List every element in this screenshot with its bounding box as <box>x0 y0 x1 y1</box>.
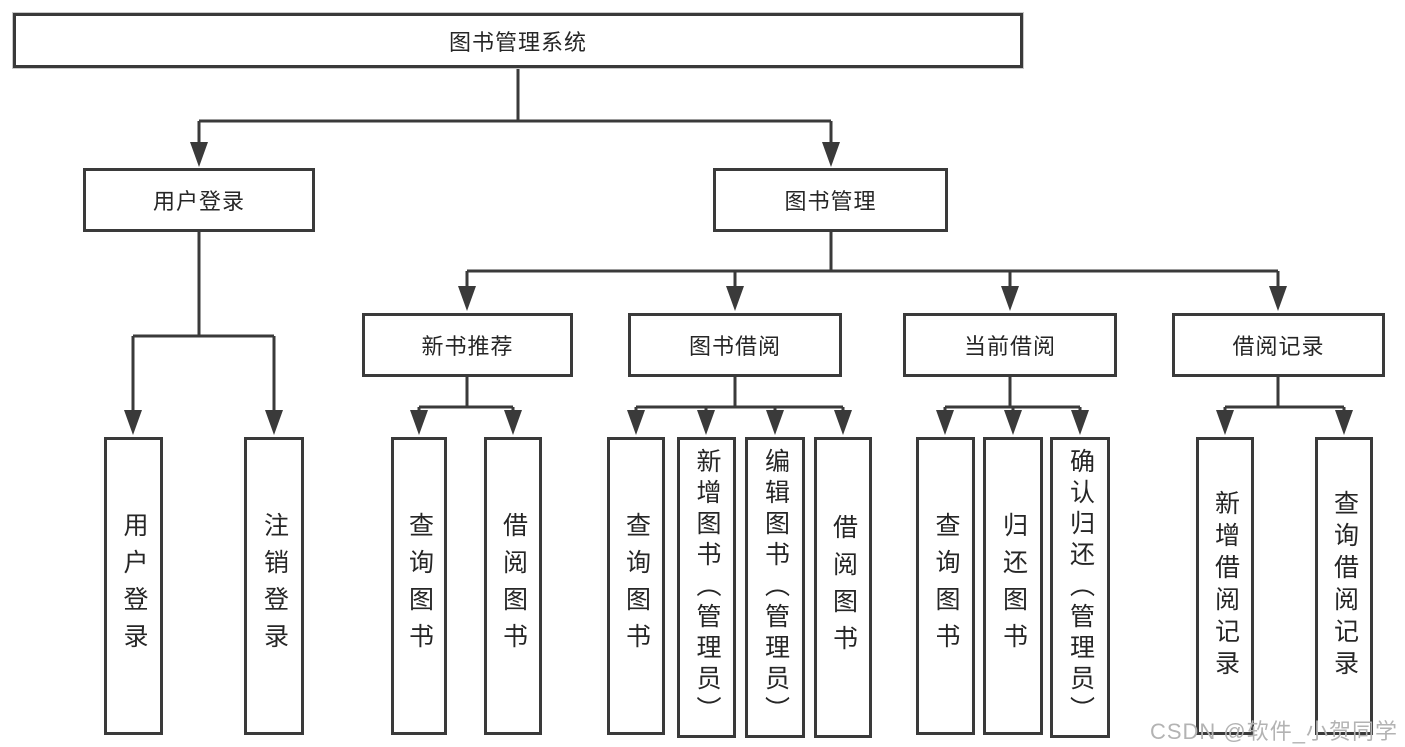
arrow-mgmt <box>822 142 840 167</box>
arrow-leaf-bw-borrow <box>834 410 852 435</box>
node-new-book-recommend: 新书推荐 <box>362 313 573 377</box>
leaf-label: 查询图书 <box>622 512 651 660</box>
arrowheads <box>124 142 1353 435</box>
arrow-leaf-bw-query <box>627 410 645 435</box>
leaf-rec-add-record: 新增借阅记录 <box>1196 437 1254 735</box>
leaf-nb-borrow-books: 借阅图书 <box>484 437 542 735</box>
arrow-borrow <box>726 286 744 311</box>
leaf-label: 注销登录 <box>260 512 289 660</box>
leaf-bw-borrow-books: 借阅图书 <box>814 437 872 738</box>
leaf-label: 查询图书 <box>932 512 960 660</box>
leaf-cur-confirm-return-admin: 确认归还（管理员） <box>1050 437 1110 738</box>
leaf-user-login: 用户登录 <box>104 437 163 735</box>
leaf-label: 新增图书（管理员） <box>693 448 721 727</box>
leaf-rec-query-record: 查询借阅记录 <box>1315 437 1373 735</box>
node-borrow-records: 借阅记录 <box>1172 313 1385 377</box>
arrow-leaf-nb-query <box>410 410 428 435</box>
leaf-label: 查询图书 <box>405 512 434 660</box>
arrow-newbook <box>458 286 476 311</box>
arrow-leaf-nb-borrow <box>504 410 522 435</box>
watermark: CSDN @软件_小贺同学 <box>1149 719 1398 744</box>
node-user-login: 用户登录 <box>83 168 315 232</box>
node-label: 图书借阅 <box>688 334 781 359</box>
node-label: 借阅记录 <box>1232 334 1325 359</box>
arrow-leaf-cur-query <box>936 410 954 435</box>
leaf-bw-edit-books-admin: 编辑图书（管理员） <box>745 437 805 738</box>
leaf-bw-query-books: 查询图书 <box>607 437 665 735</box>
arrow-leaf-bw-add <box>697 410 715 435</box>
leaf-label: 新增借阅记录 <box>1211 490 1240 682</box>
node-label: 用户登录 <box>152 189 245 214</box>
arrow-leaf-cur-confirm <box>1071 410 1089 435</box>
leaf-cur-return-books: 归还图书 <box>983 437 1043 735</box>
node-book-management: 图书管理 <box>713 168 948 232</box>
arrow-login <box>190 142 208 167</box>
node-current-borrowing: 当前借阅 <box>903 313 1117 377</box>
leaf-label: 编辑图书（管理员） <box>761 448 790 727</box>
node-label: 图书管理系统 <box>448 29 587 55</box>
leaf-label: 查询借阅记录 <box>1330 490 1359 682</box>
leaf-bw-add-books-admin: 新增图书（管理员） <box>677 437 736 738</box>
arrow-current <box>1001 286 1019 311</box>
leaf-label: 确认归还（管理员） <box>1066 448 1095 727</box>
arrow-leaf-rec-add <box>1216 410 1234 435</box>
arrow-leaf-rec-query <box>1335 410 1353 435</box>
node-system-title: 图书管理系统 <box>13 13 1023 68</box>
node-label: 图书管理 <box>784 189 877 214</box>
arrow-leaf-userlogin <box>124 410 142 435</box>
leaf-label: 用户登录 <box>120 512 148 660</box>
arrow-leaf-cur-return <box>1004 410 1022 435</box>
arrow-leaf-logout <box>265 410 283 435</box>
arrow-records <box>1269 286 1287 311</box>
leaf-nb-query-books: 查询图书 <box>391 437 447 735</box>
node-label: 当前借阅 <box>963 334 1056 359</box>
arrow-leaf-bw-edit <box>766 410 784 435</box>
node-label: 新书推荐 <box>421 334 514 359</box>
leaf-label: 借阅图书 <box>499 512 528 660</box>
leaf-logout: 注销登录 <box>244 437 304 735</box>
leaf-cur-query-books: 查询图书 <box>916 437 975 735</box>
leaf-label: 借阅图书 <box>829 513 858 662</box>
node-book-borrowing: 图书借阅 <box>628 313 842 377</box>
leaf-label: 归还图书 <box>999 512 1028 660</box>
